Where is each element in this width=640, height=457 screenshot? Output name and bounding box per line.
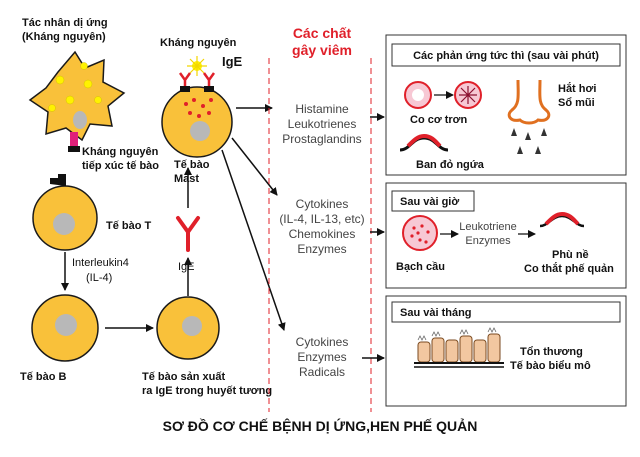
group3-line-3: Radicals	[299, 365, 345, 379]
leukocyte-icon	[402, 215, 438, 251]
mast-label-1: Tế bào	[174, 159, 210, 171]
panel1-header: Các phản ứng tức thì (sau vài phút)	[413, 50, 599, 62]
nose-icon	[507, 79, 551, 154]
swelling-label-1: Phù nề	[552, 249, 589, 261]
producer-label-2: ra IgE trong huyết tương	[142, 385, 272, 397]
group2-line-2: (IL-4, IL-13, etc)	[279, 212, 364, 226]
sneeze-label-1: Hắt hơi	[558, 82, 596, 95]
ige-antibody	[176, 216, 200, 252]
mediators-header-2: gây viêm	[292, 42, 352, 58]
swelling-icon	[539, 211, 585, 228]
panel3-header: Sau vài tháng	[400, 307, 472, 319]
damage-label-1: Tổn thương	[520, 346, 583, 358]
ige-mid-label: IgE	[178, 261, 195, 273]
panel-immediate: Các phản ứng tức thì (sau vài phút) Co c…	[385, 34, 627, 176]
group2-line-1: Cytokines	[296, 197, 349, 211]
leukocyte-label: Bạch cầu	[396, 261, 445, 273]
interleukin-label-1: Interleukin4	[72, 257, 129, 269]
producer-label-1: Tế bào sản xuất	[142, 371, 225, 383]
leukotriene-label-2: Enzymes	[465, 235, 511, 247]
panel-months: Sau vài tháng Tổn thương Tế bào biểu mô	[385, 295, 627, 407]
interleukin-label-2: (IL-4)	[86, 272, 112, 284]
mediators-header-1: Các chất	[293, 25, 352, 41]
t-cell-label: Tế bào T	[106, 220, 152, 232]
group1-line-1: Histamine	[295, 102, 349, 116]
b-cell	[31, 294, 99, 362]
group2-line-3: Chemokines	[289, 227, 356, 241]
epithelium-icon	[414, 327, 504, 368]
b-cell-label: Tế bào B	[20, 371, 67, 383]
t-cell	[32, 174, 98, 251]
leukotriene-label-1: Leukotriene	[459, 221, 517, 233]
antigen-sparkle	[187, 56, 207, 76]
mast-label-2: Mast	[174, 173, 199, 185]
contact-label-1: Kháng nguyên	[82, 146, 159, 158]
group3-line-2: Enzymes	[297, 350, 346, 364]
allergen-label-2: (Kháng nguyên)	[22, 31, 106, 43]
damage-label-2: Tế bào biểu mô	[510, 360, 591, 372]
contact-label-2: tiếp xúc tế bào	[82, 160, 159, 172]
page-title: SƠ ĐỒ CƠ CHẾ BỆNH DỊ ỨNG,HEN PHẾ QUẢN	[163, 417, 478, 434]
swelling-label-2: Co thắt phế quản	[524, 262, 614, 275]
ige-top-label: IgE	[222, 54, 243, 69]
allergen-label-1: Tác nhân dị ứng	[22, 17, 108, 29]
mast-cell	[161, 56, 233, 158]
group2-line-4: Enzymes	[297, 242, 346, 256]
smooth-muscle-label: Co cơ trơn	[410, 114, 467, 126]
allergen-cell	[28, 50, 126, 152]
antigen-top-label: Kháng nguyên	[160, 37, 237, 49]
sneeze-label-2: Sổ mũi	[558, 97, 595, 109]
panel2-header: Sau vài giờ	[400, 196, 459, 208]
panel-hours: Sau vài giờ Leukotriene Enzymes Bạch cầu…	[385, 182, 627, 289]
group1-line-3: Prostaglandins	[282, 132, 361, 146]
group1-line-2: Leukotrienes	[288, 117, 357, 131]
rash-icon	[399, 133, 449, 152]
plasma-cell	[156, 296, 220, 360]
rash-label: Ban đỏ ngứa	[416, 159, 485, 171]
group3-line-1: Cytokines	[296, 335, 349, 349]
